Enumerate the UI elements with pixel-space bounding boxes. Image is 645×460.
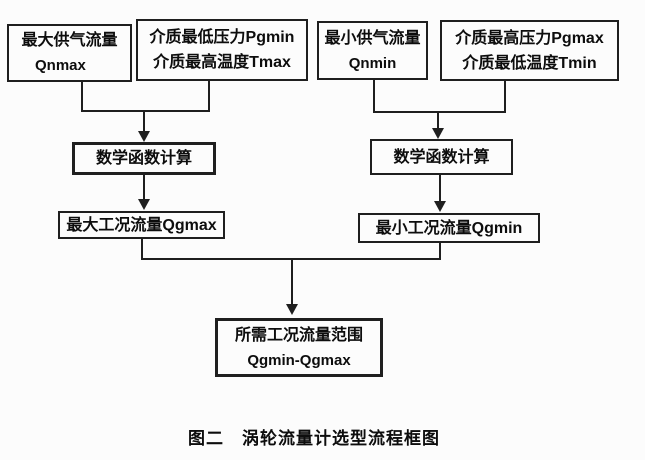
node-math-calc-right: 数学函数计算 — [370, 139, 513, 175]
connector-qgmin-down — [439, 243, 441, 260]
arrow-down-icon — [434, 201, 446, 212]
connector-left-center — [143, 112, 145, 132]
node-qgmin: 最小工况流量Qgmin — [358, 213, 540, 243]
node-max-supply-flow-line2: Qnmax — [35, 57, 86, 74]
node-max-temp-line: 介质最高温度Tmax — [153, 54, 291, 71]
connector-left-merge — [81, 110, 210, 112]
node-max-pressure-line: 介质最高压力Pgmax — [455, 29, 604, 47]
node-math-calc-left: 数学函数计算 — [72, 142, 216, 175]
node-max-supply-flow-line1: 最大供气流量 — [21, 32, 118, 49]
arrow-down-icon — [286, 304, 298, 315]
figure-caption: 图二 涡轮流量计选型流程框图 — [188, 429, 440, 448]
arrow-down-icon — [138, 199, 150, 210]
node-qgmax-label: 最大工况流量Qgmax — [66, 216, 217, 234]
connector-mathleft-out — [143, 175, 145, 200]
node-max-pressure-min-temp: 介质最高压力Pgmax 介质最低温度Tmin — [440, 20, 619, 81]
node-min-pressure-max-temp: 介质最低压力Pgmin 介质最高温度Tmax — [136, 19, 308, 81]
node-min-temp-line: 介质最低温度Tmin — [462, 54, 597, 72]
arrow-down-icon — [138, 131, 150, 142]
node-max-supply-flow: 最大供气流量 Qnmax — [7, 24, 132, 82]
connector-qnmax-down — [81, 82, 83, 112]
connector-right-merge — [373, 111, 506, 113]
connector-result-center — [291, 260, 293, 305]
node-result-range: 所需工况流量范围 Qgmin-Qgmax — [215, 318, 383, 377]
node-math-calc-right-label: 数学函数计算 — [393, 148, 490, 166]
node-min-supply-flow: 最小供气流量 Qnmin — [317, 21, 428, 80]
node-min-supply-flow-line1: 最小供气流量 — [324, 29, 421, 47]
node-min-pressure-line: 介质最低压力Pgmin — [149, 29, 295, 46]
connector-qgmax-down — [141, 239, 143, 260]
connector-bottom-merge — [141, 258, 441, 260]
node-result-range-line2: Qgmin-Qgmax — [247, 351, 351, 369]
arrow-down-icon — [432, 128, 444, 139]
connector-pgmax-down — [504, 81, 506, 113]
node-math-calc-left-label: 数学函数计算 — [95, 150, 192, 167]
connector-mathright-out — [439, 175, 441, 202]
connector-qnmin-down — [373, 80, 375, 113]
node-result-range-line1: 所需工况流量范围 — [234, 326, 363, 344]
connector-right-center — [437, 113, 439, 129]
node-qgmax: 最大工况流量Qgmax — [58, 211, 225, 239]
node-min-supply-flow-line2: Qnmin — [348, 54, 397, 72]
connector-pgmin-down — [208, 81, 210, 112]
node-qgmin-label: 最小工况流量Qgmin — [375, 219, 523, 237]
